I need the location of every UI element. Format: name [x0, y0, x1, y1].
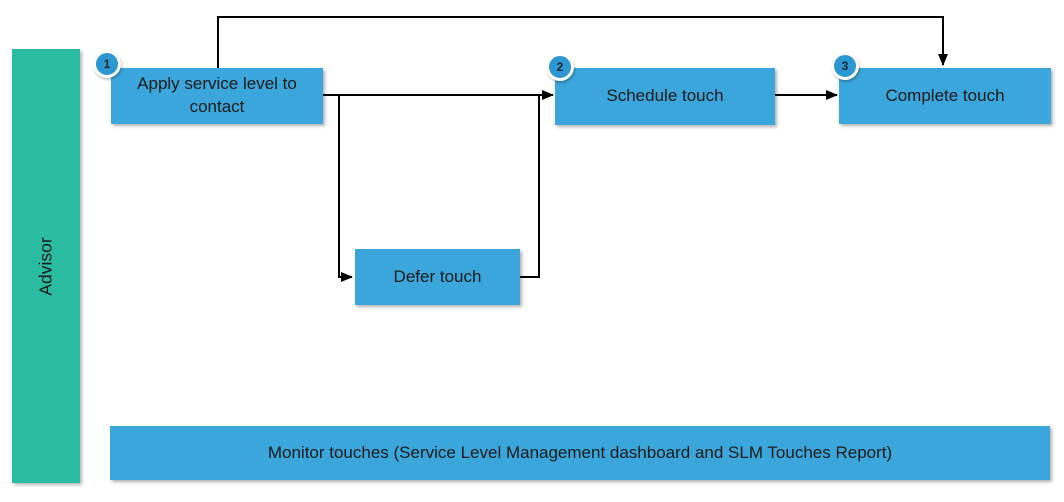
connector-branch-to-defer	[338, 95, 353, 282]
step-1-number: 1	[103, 57, 111, 71]
step-1-number-badge: 1	[93, 50, 121, 78]
step-monitor-touches-label: Monitor touches (Service Level Managemen…	[267, 442, 893, 462]
step-apply-service-level-box: Apply service level to contact	[111, 68, 323, 124]
step-complete-touch-box: Complete touch	[839, 68, 1051, 124]
step-2-number-badge: 2	[546, 53, 574, 81]
step-defer-touch-label: Defer touch	[393, 266, 482, 286]
swimlane-advisor: Advisor	[12, 49, 80, 483]
step-complete-touch-label: Complete touch	[885, 85, 1005, 105]
step-monitor-touches-bar: Monitor touches (Service Level Managemen…	[110, 426, 1050, 480]
step-2-number: 2	[556, 60, 564, 74]
step-schedule-touch-box: Schedule touch	[555, 68, 775, 125]
connector-defer-return	[520, 96, 540, 278]
step-schedule-touch-label: Schedule touch	[606, 86, 724, 106]
step-defer-touch-box: Defer touch	[355, 249, 520, 305]
step-apply-service-level-label: Apply service level to contact	[137, 74, 297, 116]
swimlane-advisor-label: Advisor	[35, 236, 56, 296]
step-3-number-badge: 3	[831, 52, 859, 80]
step-3-number: 3	[841, 59, 849, 73]
